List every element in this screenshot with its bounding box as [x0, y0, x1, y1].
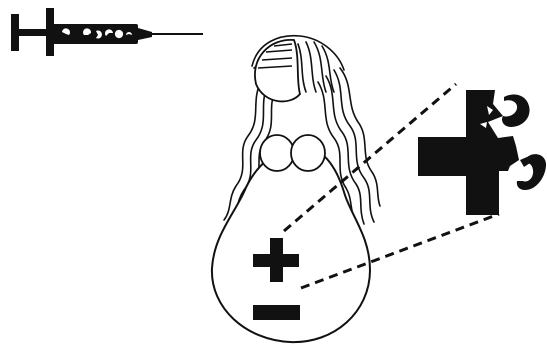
broken-plus-body — [418, 90, 519, 215]
syringe-tip — [138, 28, 152, 40]
broken-fragment-right — [516, 154, 547, 190]
fringe — [257, 43, 293, 69]
syringe-plunger-rod — [18, 29, 50, 36]
syringe-icon — [11, 8, 203, 56]
plus-icon — [253, 238, 299, 282]
pregnant-body — [210, 144, 372, 344]
syringe-plunger-handle — [11, 14, 19, 51]
broken-fragment-top — [501, 94, 530, 127]
callout-line-lower — [300, 212, 500, 290]
breasts — [259, 134, 326, 172]
head — [254, 39, 301, 103]
syringe-flange — [46, 8, 54, 56]
syringe-contents — [62, 28, 132, 39]
broken-plus-icon — [418, 90, 547, 215]
callout-lines — [283, 82, 500, 290]
syringe-barrel — [52, 24, 138, 44]
fracture-marks — [480, 106, 493, 128]
callout-line-upper — [283, 82, 457, 233]
minus-icon — [253, 305, 300, 320]
broken-fragment-chip — [520, 157, 530, 167]
